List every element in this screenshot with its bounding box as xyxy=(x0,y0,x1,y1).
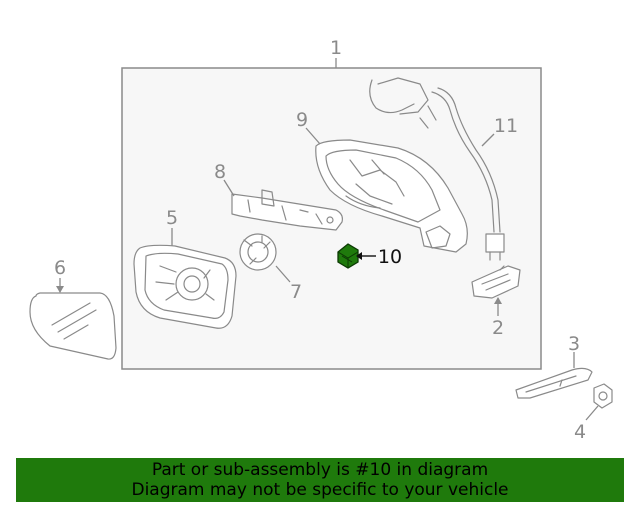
mirror-glass[interactable] xyxy=(29,292,117,360)
callout-7[interactable]: 7 xyxy=(290,281,302,303)
glass-holder[interactable] xyxy=(133,244,237,329)
banner-line-1: Part or sub-assembly is #10 in diagram xyxy=(151,460,489,480)
trim-strip[interactable] xyxy=(515,367,593,399)
callout-11[interactable]: 11 xyxy=(494,115,518,137)
callout-3[interactable]: 3 xyxy=(568,333,580,355)
highlighted-part-10[interactable] xyxy=(337,243,359,269)
info-banner: Part or sub-assembly is #10 in diagram D… xyxy=(16,458,624,502)
callout-1[interactable]: 1 xyxy=(330,37,342,59)
banner-line-2: Diagram may not be specific to your vehi… xyxy=(131,480,509,500)
callout-2[interactable]: 2 xyxy=(492,317,504,339)
callout-4[interactable]: 4 xyxy=(574,421,586,443)
callout-6[interactable]: 6 xyxy=(54,257,66,279)
callout-8[interactable]: 8 xyxy=(214,161,226,183)
nut[interactable] xyxy=(593,383,613,409)
callout-9[interactable]: 9 xyxy=(296,109,308,131)
callout-5[interactable]: 5 xyxy=(166,207,178,229)
motor[interactable] xyxy=(239,233,277,271)
callout-10[interactable]: 10 xyxy=(378,246,402,268)
mirror-housing[interactable] xyxy=(315,139,468,253)
wire-harness[interactable] xyxy=(369,77,505,261)
connector[interactable] xyxy=(471,265,521,299)
bracket[interactable] xyxy=(231,189,343,231)
